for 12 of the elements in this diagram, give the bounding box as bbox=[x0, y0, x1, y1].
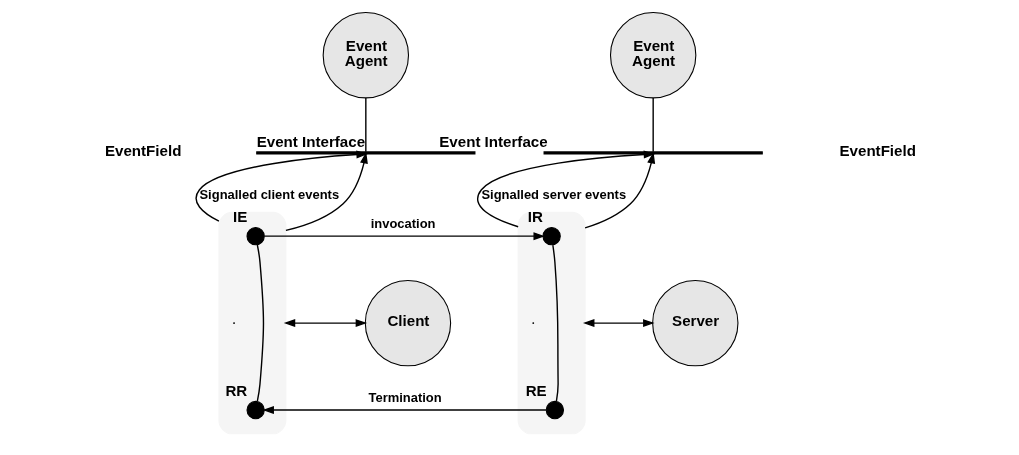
label: EventField bbox=[839, 141, 916, 159]
edge-label: Signalled client events bbox=[199, 186, 340, 202]
edge-label: Termination bbox=[368, 390, 442, 406]
node-label: IR bbox=[527, 208, 543, 226]
edge-label: Signalled server events bbox=[481, 186, 627, 202]
node-label: IE bbox=[232, 208, 248, 226]
node-label: RE bbox=[525, 382, 547, 400]
node-label: Event Interface bbox=[256, 132, 366, 150]
node-label: RR bbox=[225, 382, 248, 400]
node-label: Event Interface bbox=[439, 132, 548, 150]
label: EventField bbox=[104, 141, 182, 159]
edge-label: invocation bbox=[370, 216, 436, 232]
